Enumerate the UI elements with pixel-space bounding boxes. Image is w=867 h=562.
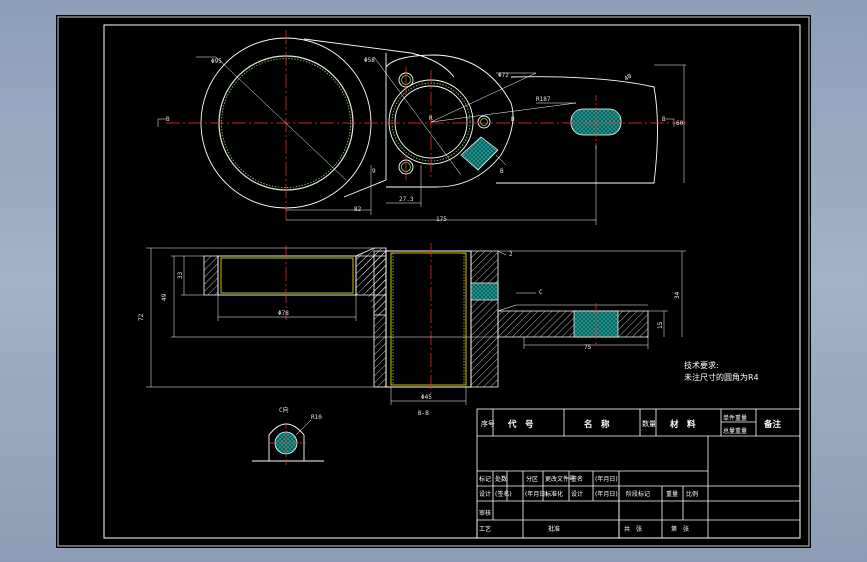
tb-stage-mark: 阶段标记 [626, 490, 650, 498]
tb-scale: 比例 [686, 490, 698, 498]
lower-arm-edge [343, 179, 387, 198]
inner-frame [103, 24, 801, 539]
tb-name: 名 称 [584, 419, 610, 430]
section-mark-low: B [500, 168, 504, 175]
section-centerlines [285, 243, 597, 395]
tb-design-date-2: (年月日) [595, 490, 618, 498]
tb-process: 工艺 [479, 525, 491, 533]
tb-mark: 标记 [479, 475, 491, 483]
notes-title: 技术要求: [684, 360, 719, 370]
tb-material: 材 料 [669, 419, 696, 430]
tb-design: 设计 [479, 490, 491, 498]
section-label-bb: B-B [418, 410, 429, 417]
dim-75: 75 [584, 344, 592, 351]
lever-arm-outline [496, 76, 658, 184]
tb-review: 审核 [479, 509, 491, 517]
outer-frame [57, 16, 810, 547]
tb-qty: 数量 [642, 419, 656, 428]
tb-design-sign: (签名) [495, 490, 512, 498]
title-block-grid [476, 408, 801, 539]
detail-label: C向 [279, 406, 289, 414]
tb-approve: 批准 [548, 525, 560, 533]
tb-date: (年月日) [595, 475, 618, 483]
top-view-centerlines [166, 30, 688, 220]
dim-r187: R187 [536, 96, 551, 103]
tb-seq: 序号 [481, 419, 495, 428]
dim-15: 15 [657, 321, 664, 329]
upper-arm-edge [303, 38, 455, 78]
bolt-hole-right-inner [480, 118, 488, 126]
tb-sign: 签名 [571, 475, 583, 483]
tb-change-doc: 更改文件号 [545, 475, 575, 483]
tb-unit-weight: 单件重量 [723, 414, 747, 422]
section-mark-left: B [166, 116, 170, 123]
boss-section-hatch [460, 136, 499, 171]
dim-dia-45: Φ45 [421, 394, 432, 401]
top-view-dimensions [157, 56, 686, 225]
dim-dia-58: Φ58 [364, 57, 375, 64]
dim-angle-40: 40 [623, 73, 633, 83]
tb-sheet-no: 第 张 [671, 525, 689, 533]
section-view [203, 247, 649, 388]
side-mark-60: 60 [676, 120, 684, 127]
dim-dia-72: Φ72 [498, 72, 509, 79]
mark-c: C [539, 289, 543, 296]
section-dimensions [146, 247, 686, 405]
dim-175: 175 [436, 216, 447, 223]
tb-design-2: 设计 [571, 490, 583, 498]
dim-dia-78: Φ78 [278, 310, 289, 317]
center-mark: R [429, 115, 433, 122]
tb-total-sheets: 共 张 [624, 525, 642, 533]
dim-27-3: 27.3 [399, 196, 414, 203]
tb-weight: 重量 [666, 490, 678, 498]
tb-design-date: (年月日) [525, 490, 548, 498]
tb-count: 处数 [495, 475, 507, 483]
dim-dia-95: Φ95 [211, 58, 222, 65]
tb-zone: 分区 [526, 475, 538, 483]
section-mark-right: B [662, 116, 666, 123]
tb-standardization: 标准化 [545, 490, 563, 498]
notes-line-1: 未注尺寸的圆角为R4 [684, 372, 759, 382]
dim-72: 72 [138, 313, 145, 321]
dim-r10: R10 [311, 414, 322, 421]
dim-34: 34 [674, 291, 681, 299]
tb-code: 代 号 [507, 419, 534, 430]
dim-82: 82 [354, 206, 362, 213]
tb-total-weight: 总量重量 [723, 427, 747, 435]
drawing-sheet: Φ95 Φ58 Φ72 R187 40 82 27.3 175 9 B B B … [56, 15, 811, 548]
bolt-hole-right [477, 115, 491, 129]
section-mark-mid: B [511, 116, 515, 123]
dim-49: 49 [161, 293, 168, 301]
dim-2: 2 [509, 251, 513, 258]
detail-view-c [252, 419, 324, 467]
dim-33: 33 [177, 271, 184, 279]
tb-remarks: 备注 [763, 419, 782, 430]
dim-9: 9 [372, 168, 376, 175]
hub-outline [385, 54, 514, 188]
cad-drawing: Φ95 Φ58 Φ72 R187 40 82 27.3 175 9 B B B … [57, 16, 810, 547]
